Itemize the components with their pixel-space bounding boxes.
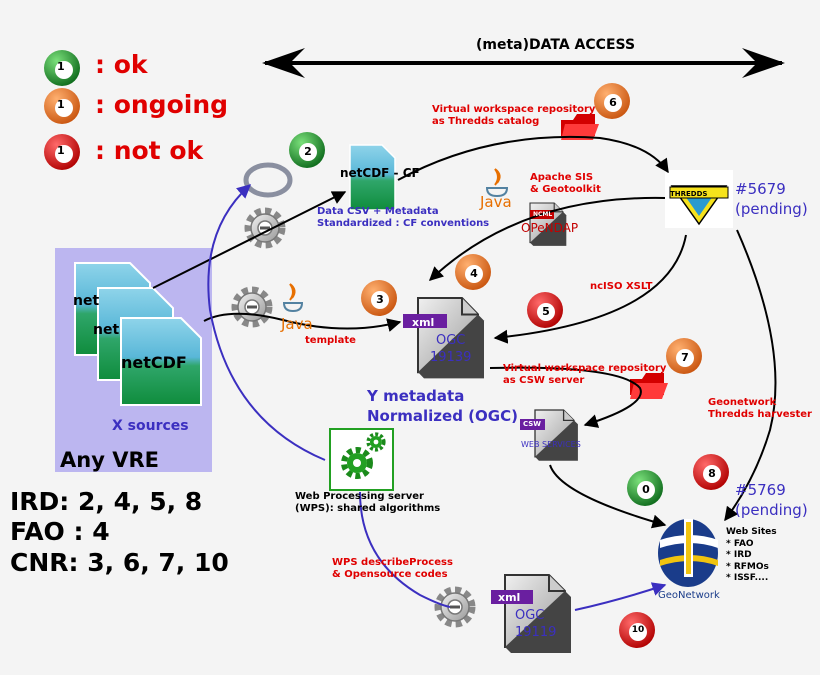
wps-gears-icon — [329, 428, 394, 491]
web-services-label: WEB SERVICES — [521, 440, 581, 449]
ball-number: 1 — [57, 98, 65, 111]
wps-label: Web Processing server(WPS): shared algor… — [295, 491, 441, 514]
ncml-tag: NCML — [533, 211, 553, 218]
java-icon — [485, 168, 509, 198]
step-ball-8: 8 — [692, 453, 730, 495]
ird-steps: IRD: 2, 4, 5, 8 — [10, 487, 203, 516]
netcdf-label: net — [73, 293, 100, 309]
r-logo-icon — [243, 162, 293, 198]
nciso-label: ncISO XSLT — [590, 281, 653, 292]
java-icon — [282, 283, 304, 313]
ball-number: 5 — [542, 305, 550, 318]
step-ball-3: 3 — [360, 279, 398, 321]
step-ball-0: 0 — [626, 469, 664, 511]
gear-icon — [248, 211, 282, 245]
gear-icon — [235, 290, 269, 324]
ball-number: 2 — [304, 145, 312, 158]
step-ball-5: 5 — [526, 291, 564, 333]
step-ball-2: 2 — [288, 131, 326, 173]
ball-number: 3 — [376, 293, 384, 306]
ball-number: 7 — [681, 351, 689, 364]
xml-tag: xml — [412, 316, 435, 329]
data-access-title: (meta)DATA ACCESS — [476, 37, 636, 53]
netcdf-cf-label: netCDF - CF — [340, 166, 420, 180]
ball-number: 0 — [642, 483, 650, 496]
netcdf-file-icon — [74, 262, 202, 406]
step-ball-10: 10 — [618, 611, 656, 653]
step-ball-4: 4 — [454, 253, 492, 295]
wps-describe-label: WPS describeProcess& Opensource codes — [332, 557, 453, 580]
ball-number: 8 — [708, 467, 716, 480]
legend-ongoing-label: : ongoing — [95, 90, 229, 119]
thredds-label: THREDDS — [670, 190, 708, 198]
opendap-label: OPeNDAP — [521, 221, 579, 235]
issue-5679: #5679(pending) — [735, 180, 808, 218]
csw-tag: CSW — [523, 420, 542, 428]
apache-sis-label: Apache SIS& Geotoolkit — [530, 172, 601, 195]
java-label: Java — [281, 315, 313, 333]
status-ball-ok — [44, 50, 80, 86]
ball-number: 1 — [57, 144, 65, 157]
status-ball-ongoing — [44, 88, 80, 124]
ball-number: 10 — [631, 625, 645, 635]
netcdf-label: net — [93, 322, 120, 338]
web-sites-list: Web Sites * FAO * IRD * RFMOs * ISSF.... — [726, 527, 777, 583]
fao-steps: FAO : 4 — [10, 517, 110, 546]
csw-document-icon — [534, 409, 579, 462]
x-sources-label: X sources — [112, 418, 189, 434]
netcdf-label: netCDF — [121, 353, 187, 372]
step-ball-6: 6 — [593, 82, 631, 124]
thredds-logo — [665, 170, 733, 228]
template-label: template — [305, 335, 356, 346]
any-vre-label: Any VRE — [60, 448, 159, 472]
issue-5769: #5769(pending) — [735, 481, 808, 519]
gear-icon — [438, 590, 472, 624]
geonetwork-logo — [658, 519, 718, 587]
legend-not-ok-label: : not ok — [95, 136, 204, 165]
ball-number: 1 — [57, 60, 65, 73]
netcdf-cf-file-icon — [349, 144, 396, 211]
xml-tag: xml — [498, 591, 521, 604]
geonetwork-label: GeoNetwork — [658, 590, 720, 601]
ball-number: 4 — [470, 267, 478, 280]
legend-ok-label: : ok — [95, 50, 148, 79]
java-label: Java — [480, 193, 512, 211]
step-ball-7: 7 — [665, 337, 703, 379]
status-ball-not-ok — [44, 134, 80, 170]
cnr-steps: CNR: 3, 6, 7, 10 — [10, 548, 229, 577]
ball-number: 6 — [609, 96, 617, 109]
